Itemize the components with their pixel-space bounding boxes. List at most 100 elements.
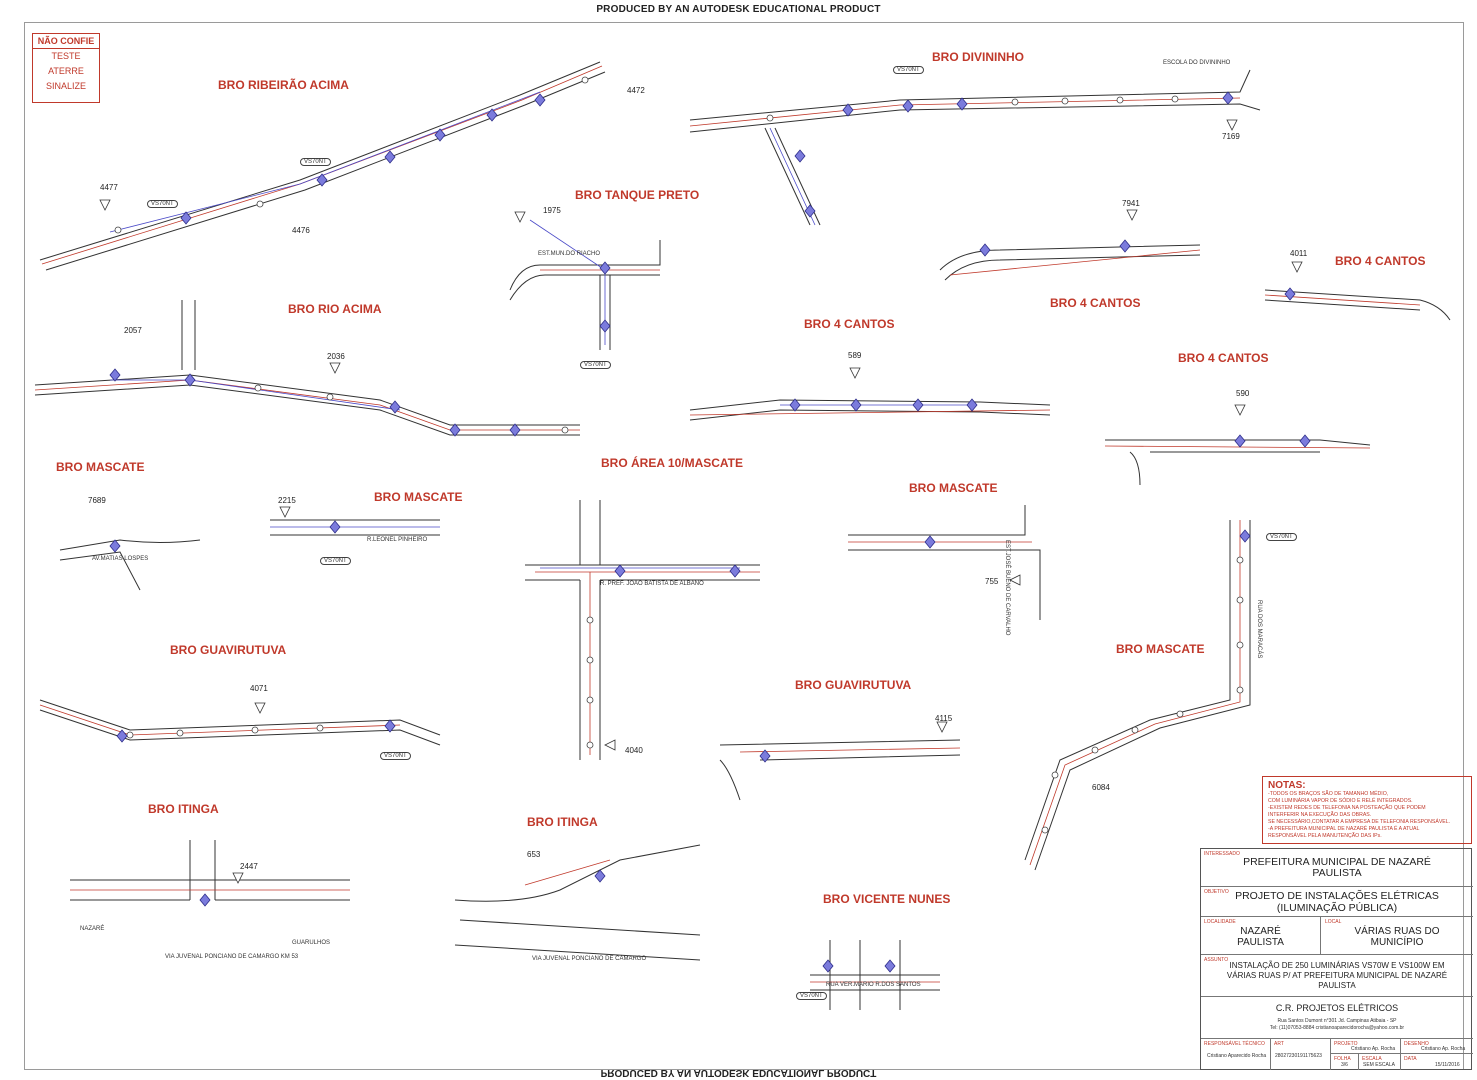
tb-art: 28027230191175623	[1275, 1053, 1322, 1059]
street-label: R.LEONEL PINHEIRO	[367, 537, 428, 543]
tb-caption: LOCAL	[1325, 919, 1342, 925]
region-label-area-10-mascate: BRO ÁREA 10/MASCATE	[601, 456, 744, 470]
pole-number: 4011	[1290, 249, 1308, 258]
region-label-rio-acima: BRO RIO ACIMA	[288, 302, 382, 316]
pole-number: 4115	[935, 714, 953, 723]
tb-caption: LOCALIDADE	[1204, 919, 1236, 925]
notes-item: COM LUMINÁRIA VAPOR DE SÓDIO E RELÉ INTE…	[1268, 798, 1413, 804]
notes-item: INTERFERIR NA EXECUÇÃO DAS OBRAS.	[1268, 812, 1372, 818]
street-label: GUARULHOS	[292, 940, 331, 946]
fixture-tag: VS70NT	[796, 992, 827, 1000]
street-label: R. PREF. JOÃO BATISTA DE ALBANO	[600, 581, 704, 587]
region-label-itinga-east: BRO ITINGA	[527, 815, 598, 829]
region-label-4-cantos-north: BRO 4 CANTOS	[1050, 296, 1141, 310]
tb-objetivo: PROJETO DE INSTALAÇÕES ELÉTRICAS (ILUMIN…	[1235, 890, 1439, 914]
notes-item: -EXISTEM REDES DE TELEFONIA NA POSTEAÇÃO…	[1268, 805, 1426, 811]
fixture-tag: VS70NT	[580, 361, 611, 369]
educational-product-banner: PRODUCED BY AN AUTODESK EDUCATIONAL PROD…	[596, 4, 881, 15]
tb-projeto-cell: PROJETO Cristiano Ap. Rocha	[1331, 1039, 1401, 1054]
educational-product-banner-mirrored: PRODUCED BY AN AUTODESK EDUCATIONAL PROD…	[600, 1067, 877, 1078]
title-block: INTERESSADO PREFEITURA MUNICIPAL DE NAZA…	[1200, 848, 1473, 1071]
warning-title: NÃO CONFIE	[33, 34, 99, 49]
tb-caption: ART	[1274, 1041, 1284, 1047]
tb-assunto: INSTALAÇÃO DE 250 LUMINÁRIAS VS70W E VS1…	[1226, 961, 1448, 990]
notes-title: NOTAS:	[1268, 780, 1306, 791]
tb-caption: DESENHO	[1404, 1041, 1429, 1047]
pole-number: 589	[848, 351, 862, 360]
fixture-tag: VS70NT	[1266, 533, 1297, 541]
road-ribeirao-acima	[39, 61, 606, 271]
fixture-tag: VS70NT	[320, 557, 351, 565]
pole-number: 7941	[1122, 199, 1140, 208]
tb-interessado: PREFEITURA MUNICIPAL DE NAZARÉ PAULISTA	[1243, 856, 1431, 879]
tb-caption: ASSUNTO	[1204, 957, 1229, 963]
tb-folha: 3/6	[1341, 1062, 1348, 1068]
region-label-itinga-west: BRO ITINGA	[148, 802, 219, 816]
fixture-tag: VS70NT	[147, 200, 178, 208]
tb-caption: ESCALA	[1362, 1056, 1382, 1062]
tb-art-cell: ART 28027230191175623	[1271, 1039, 1331, 1070]
fixture-tag: VS70NT	[300, 158, 331, 166]
warning-line-ground: ATERRE	[48, 66, 84, 76]
street-label: AV.MATIAS LOSPES	[92, 556, 149, 562]
region-label-4-cantos-south: BRO 4 CANTOS	[1178, 351, 1269, 365]
pole-number: 653	[527, 850, 541, 859]
pole-number: 2447	[240, 862, 258, 871]
tb-local: VÁRIAS RUAS DO MUNICÍPIO	[1354, 926, 1440, 948]
road-itinga	[70, 840, 940, 1010]
safety-warning-box: NÃO CONFIE TESTE ATERRE SINALIZE	[32, 33, 100, 103]
tb-caption: FOLHA	[1334, 1056, 1351, 1062]
region-label-4-cantos-east: BRO 4 CANTOS	[1335, 254, 1426, 268]
road-area-10	[525, 500, 760, 760]
street-label: NAZARÉ	[80, 926, 105, 932]
pole-number: 4476	[292, 226, 310, 235]
tb-resp-cell: RESPONSÁVEL TÉCNICO Cristiano Aparecido …	[1201, 1039, 1271, 1070]
tb-folha-cell: FOLHA 3/6	[1331, 1054, 1359, 1070]
tb-empresa: C.R. PROJETOS ELÉTRICOS	[1275, 1003, 1399, 1013]
street-label: EST.MUN.DO RIACHO	[538, 251, 601, 257]
region-label-ribeirao-acima: BRO RIBEIRÃO ACIMA	[218, 78, 349, 92]
tb-empresa-row: C.R. PROJETOS ELÉTRICOS Rua Santos Dumon…	[1201, 997, 1473, 1039]
region-label-mascate-east: BRO MASCATE	[909, 481, 998, 495]
pole-number: 2057	[124, 326, 142, 335]
tb-desenho: Cristiano Ap. Rocha	[1421, 1046, 1466, 1052]
notes-item: -TODOS OS BRAÇOS SÃO DE TAMANHO MÉDIO,	[1268, 791, 1389, 797]
region-label-4-cantos-central: BRO 4 CANTOS	[804, 317, 895, 331]
tb-caption: RESPONSÁVEL TÉCNICO	[1204, 1041, 1265, 1047]
pole-number: 2036	[327, 352, 345, 361]
notes-box: NOTAS: -TODOS OS BRAÇOS SÃO DE TAMANHO M…	[1262, 776, 1472, 844]
pole-number: 4040	[625, 746, 643, 755]
tb-desenho-cell: DESENHO Cristiano Ap. Rocha	[1401, 1039, 1473, 1054]
tb-endereco: Rua Santos Dumont n°301 Jd. Campinas Ati…	[1277, 1018, 1397, 1024]
tb-localidade-cell: LOCALIDADE NAZARÉ PAULISTA	[1201, 917, 1321, 954]
luminaires	[109, 91, 1311, 973]
tb-contato: Tel: (11)07053-8884 cristianoaparecidoro…	[1269, 1025, 1405, 1031]
notes-item: -A PREFEITURA MUNICIPAL DE NAZARÉ PAULIS…	[1268, 826, 1420, 832]
tb-escala-cell: ESCALA SEM ESCALA	[1359, 1054, 1401, 1070]
pole-number: 1975	[543, 206, 561, 215]
pole-number: 4472	[627, 86, 645, 95]
street-label: EST.JOSÉ BUENO DE CARVALHO	[1004, 540, 1010, 636]
road-4-cantos	[689, 244, 1451, 486]
tb-caption: OBJETIVO	[1204, 889, 1229, 895]
pole-number: 4071	[250, 684, 268, 693]
tb-signature-row: RESPONSÁVEL TÉCNICO Cristiano Aparecido …	[1201, 1039, 1473, 1071]
fixture-tag: VS70NT	[380, 752, 411, 760]
region-label-tanque-preto: BRO TANQUE PRETO	[575, 188, 700, 202]
street-label: ESCOLA DO DIVININHO	[1163, 60, 1231, 66]
street-label: VIA JUVENAL PONCIANO DE CAMARGO	[532, 956, 647, 962]
street-label: RUA VER.MARIO R.DOS SANTOS	[826, 982, 921, 988]
road-tanque-preto	[509, 219, 661, 350]
notes-item: SE NECESSÁRIO,CONTATAR A EMPRESA DE TELE…	[1268, 819, 1451, 825]
tb-objetivo-row: OBJETIVO PROJETO DE INSTALAÇÕES ELÉTRICA…	[1201, 887, 1473, 917]
pole-number: 7689	[88, 496, 106, 505]
region-label-divininho: BRO DIVININHO	[932, 50, 1025, 64]
pole-number: 4477	[100, 183, 118, 192]
region-label-guavirutuva-west: BRO GUAVIRUTUVA	[170, 643, 287, 657]
tb-assunto-row: ASSUNTO INSTALAÇÃO DE 250 LUMINÁRIAS VS7…	[1201, 955, 1473, 997]
tb-caption: INTERESSADO	[1204, 851, 1240, 857]
region-label-guavirutuva-east: BRO GUAVIRUTUVA	[795, 678, 912, 692]
tb-projeto: Cristiano Ap. Rocha	[1351, 1046, 1396, 1052]
pole-number: 755	[985, 577, 999, 586]
